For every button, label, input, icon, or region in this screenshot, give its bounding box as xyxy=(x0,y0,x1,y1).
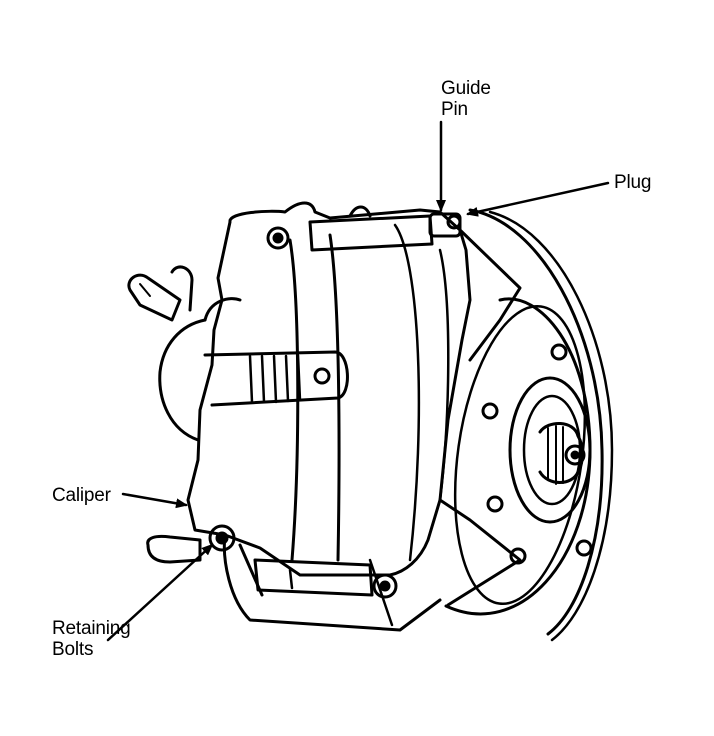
retaining-bolts-label-line1: Retaining xyxy=(52,618,131,639)
plug-label: Plug xyxy=(614,172,652,193)
guide-pin-label-line1: Guide xyxy=(441,78,491,99)
retaining-bolts-arrow xyxy=(106,543,214,642)
caliper-arrow xyxy=(121,492,188,509)
rotor xyxy=(444,208,614,642)
leader-arrows xyxy=(106,120,610,642)
retaining-bolts-label-line2: Bolts xyxy=(52,639,94,660)
retaining-bolts-label: Retaining Bolts xyxy=(52,618,131,660)
caliper-body xyxy=(127,201,522,632)
caliper-label: Caliper xyxy=(52,485,111,506)
plug-arrow xyxy=(466,181,610,217)
guide-pin-label: Guide Pin xyxy=(441,78,491,120)
guide-pin-label-line2: Pin xyxy=(441,99,468,120)
